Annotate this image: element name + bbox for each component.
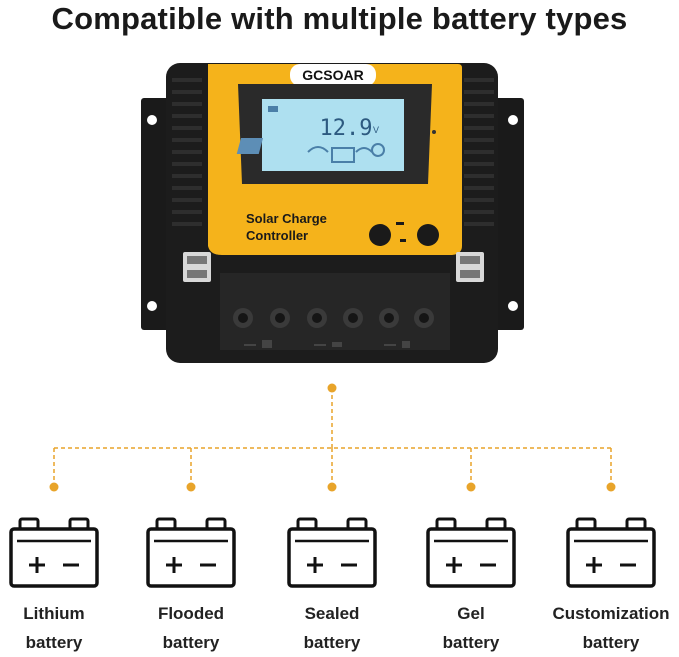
solar-charge-controller [141, 63, 524, 363]
device-label-line2: Controller [246, 228, 308, 243]
battery-level-icon [268, 106, 278, 112]
mount-hole [508, 115, 518, 125]
battery-type-label: Sealed battery [262, 599, 402, 657]
mount-hole [147, 115, 157, 125]
battery-icon [287, 517, 377, 588]
battery-type-name: Sealed [304, 604, 360, 623]
device-label-line1: Solar Charge [246, 211, 327, 226]
battery-type-label: Gel battery [401, 599, 541, 657]
brand-logo: GCSOAR [302, 67, 363, 83]
battery-type-name: Lithium [23, 604, 85, 623]
control-button[interactable] [369, 224, 391, 246]
battery-icon [331, 147, 355, 163]
battery-type-name: Gel [457, 604, 485, 623]
voltage-unit: V [373, 125, 379, 135]
battery-type-suffix: battery [303, 633, 361, 652]
battery-type-name: Customization [552, 604, 670, 623]
battery-type-label: Lithium battery [0, 599, 124, 657]
battery-type-suffix: battery [162, 633, 220, 652]
battery-type-label: Customization battery [541, 599, 679, 657]
mount-hole [508, 301, 518, 311]
bulb-icon [371, 143, 385, 157]
battery-icon [566, 517, 656, 588]
battery-type-suffix: battery [442, 633, 500, 652]
connector-tree [53, 388, 612, 487]
connector-dots [49, 383, 616, 492]
control-button[interactable] [417, 224, 439, 246]
voltage-reading: 12.9 [320, 116, 373, 141]
battery-icon [426, 517, 516, 588]
battery-type-suffix: battery [25, 633, 83, 652]
battery-type-label: Flooded battery [121, 599, 261, 657]
page-title: Compatible with multiple battery types [51, 1, 628, 36]
battery-type-suffix: battery [582, 633, 640, 652]
mount-hole [147, 301, 157, 311]
battery-icon [146, 517, 236, 588]
battery-icon [9, 517, 99, 588]
solar-panel-icon [236, 138, 264, 154]
battery-type-name: Flooded [157, 604, 225, 623]
terminal-screws [233, 308, 434, 328]
